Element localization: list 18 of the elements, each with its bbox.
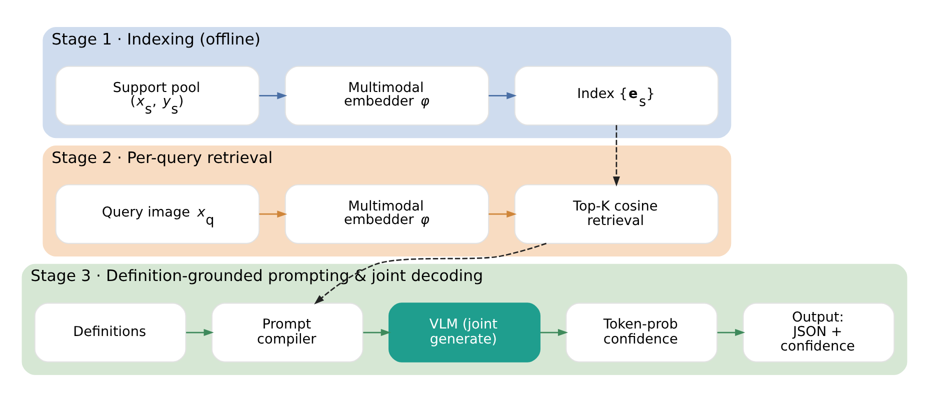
node-box: Top-K cosine retrieval	[514, 184, 718, 244]
arrow	[612, 125, 620, 187]
arrow	[258, 92, 287, 100]
arrow	[540, 328, 568, 336]
node-box: VLM (joint generate)	[388, 302, 540, 362]
node-box: Token-prob confidence	[565, 302, 718, 362]
node-box: Prompt compiler	[210, 302, 363, 362]
node-box: Output: JSON + confidence	[742, 302, 894, 362]
arrow	[314, 242, 546, 304]
node-box: Definitions	[34, 302, 186, 362]
arrow	[362, 328, 390, 336]
arrow	[716, 328, 745, 336]
node-box: Multimodal embedder φ	[284, 184, 489, 244]
node-box: Multimodal embedder φ	[284, 66, 489, 126]
arrow	[488, 92, 516, 100]
arrow	[488, 210, 516, 218]
arrow	[186, 328, 214, 336]
arrow	[258, 210, 287, 218]
